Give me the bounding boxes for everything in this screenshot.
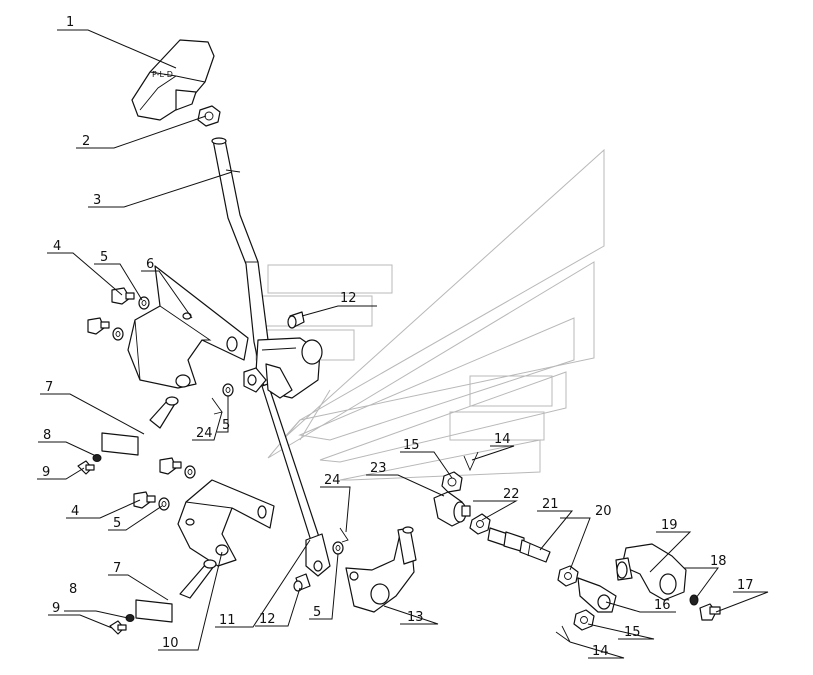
callout-24: 24	[196, 426, 213, 441]
callout-5: 5	[222, 418, 230, 433]
watermark-logo	[255, 148, 605, 481]
callout-18: 18	[710, 554, 727, 569]
callout-11: 11	[219, 613, 236, 628]
washer-mid-upper	[222, 383, 234, 397]
nut-20	[557, 565, 579, 587]
callout-12: 12	[259, 612, 276, 627]
callout-5: 5	[100, 250, 108, 265]
shift-knob: P-L-D	[131, 39, 215, 121]
callout-7: 7	[113, 561, 121, 576]
callout-23: 23	[370, 461, 387, 476]
lower-bracket	[177, 479, 275, 567]
callout-10: 10	[162, 636, 179, 651]
link-rod	[243, 363, 331, 577]
knob-nut	[197, 105, 221, 127]
washer-mid-a	[184, 465, 196, 479]
cotter-pin-upper	[211, 397, 223, 415]
callout-2: 2	[82, 134, 90, 149]
bellcrank	[345, 526, 417, 613]
cotter-14-lower	[555, 625, 571, 643]
nut-15-lower	[573, 609, 595, 631]
callout-14: 14	[592, 644, 609, 659]
callout-17: 17	[737, 578, 754, 593]
bolt-upper-a	[111, 287, 135, 305]
callout-21: 21	[542, 497, 559, 512]
callout-6: 6	[146, 257, 154, 272]
callout-20: 20	[595, 504, 612, 519]
bolt-9-lower	[109, 620, 127, 635]
callout-15: 15	[624, 625, 641, 640]
callout-9: 9	[42, 465, 50, 480]
callout-16: 16	[654, 598, 671, 613]
clevis-19	[615, 543, 687, 601]
washer-mid-b	[158, 497, 170, 511]
callout-8: 8	[43, 428, 51, 443]
nut-22	[469, 513, 491, 535]
callout-13: 13	[407, 610, 424, 625]
ball-joint-23	[433, 491, 471, 527]
callout-12: 12	[340, 291, 357, 306]
bolt-mid-b	[133, 491, 156, 509]
bolt-9-upper	[77, 460, 95, 475]
rod-end-16	[577, 577, 617, 613]
callout-3: 3	[93, 193, 101, 208]
cotter-14-upper	[463, 451, 479, 472]
leader-lines	[37, 29, 769, 659]
callout-5: 5	[313, 605, 321, 620]
mount-plate-lower	[135, 559, 217, 623]
callout-4: 4	[71, 504, 79, 519]
mount-plate-upper	[101, 396, 179, 456]
washer-lower-5	[332, 541, 344, 555]
callout-19: 19	[661, 518, 678, 533]
callout-9: 9	[52, 601, 60, 616]
knob-marking: P-L-D	[152, 70, 173, 79]
pin-upper	[287, 311, 305, 329]
callout-5: 5	[113, 516, 121, 531]
callout-15: 15	[403, 438, 420, 453]
nut-15-upper	[441, 471, 463, 493]
callout-24: 24	[324, 473, 341, 488]
pin-lower	[293, 573, 311, 592]
washer-upper-b	[112, 327, 124, 341]
callout-labels: 1 2 3 4 5 6 12 7 24 5 8 9 4 5 7 8 9 10 1…	[42, 15, 754, 659]
callout-8: 8	[69, 582, 77, 597]
callout-4: 4	[53, 239, 61, 254]
callout-14: 14	[494, 432, 511, 447]
washer-8-upper	[92, 454, 102, 462]
callout-1: 1	[66, 15, 74, 30]
cotter-pin-lower	[339, 527, 349, 543]
callout-22: 22	[503, 487, 520, 502]
washer-upper-a	[138, 296, 150, 310]
bolt-upper-b	[87, 317, 110, 335]
threaded-rod-21	[487, 527, 551, 563]
bolt-mid-a	[159, 457, 182, 475]
upper-bracket	[127, 265, 249, 389]
callout-7: 7	[45, 380, 53, 395]
